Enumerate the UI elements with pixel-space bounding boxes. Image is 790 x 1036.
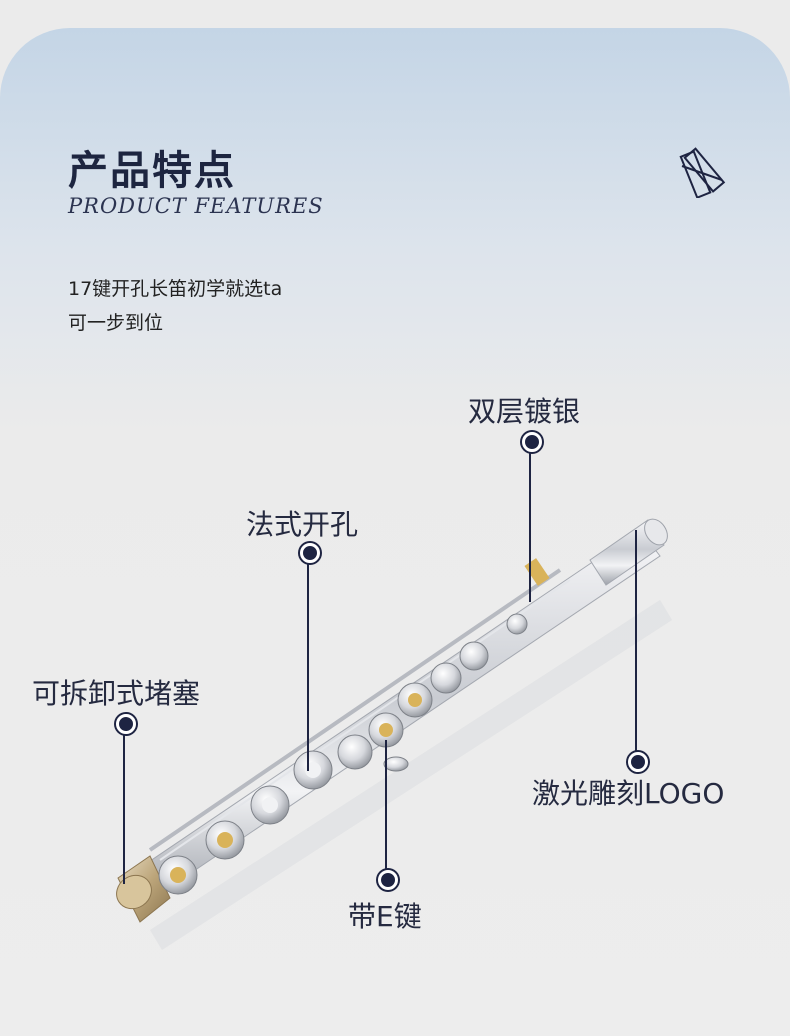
page-title: 产品特点 xyxy=(68,148,236,194)
callout-ekey-label: 带E键 xyxy=(348,900,422,933)
flute-keys xyxy=(158,558,550,895)
callout-french-line xyxy=(307,563,309,771)
flute-illustration xyxy=(116,518,672,950)
intro-line-2: 可一步到位 xyxy=(68,312,164,334)
callout-silver-line xyxy=(529,452,531,602)
callout-stopper-label: 可拆卸式堵塞 xyxy=(32,677,201,710)
callout-stopper-dot xyxy=(116,714,136,734)
intro-line-1: 17键开孔长笛初学就选ta xyxy=(68,278,283,300)
callout-logo-line xyxy=(635,530,637,752)
callout-silver-label: 双层镀银 xyxy=(468,395,581,428)
callout-logo-dot xyxy=(628,752,648,772)
callout-stopper-line xyxy=(123,734,125,884)
callout-ekey-dot xyxy=(378,870,398,890)
callout-logo-label: 激光雕刻LOGO xyxy=(532,777,725,810)
flute-reflection xyxy=(150,600,672,950)
callout-ekey-line xyxy=(385,740,387,870)
crossed-bars-icon xyxy=(679,147,726,198)
intro-text: 17键开孔长笛初学就选ta 可一步到位 xyxy=(68,272,282,340)
page-subtitle: PRODUCT FEATURES xyxy=(68,194,324,218)
callout-french-dot xyxy=(300,543,320,563)
callout-french-label: 法式开孔 xyxy=(246,508,359,541)
callout-silver-dot xyxy=(522,432,542,452)
